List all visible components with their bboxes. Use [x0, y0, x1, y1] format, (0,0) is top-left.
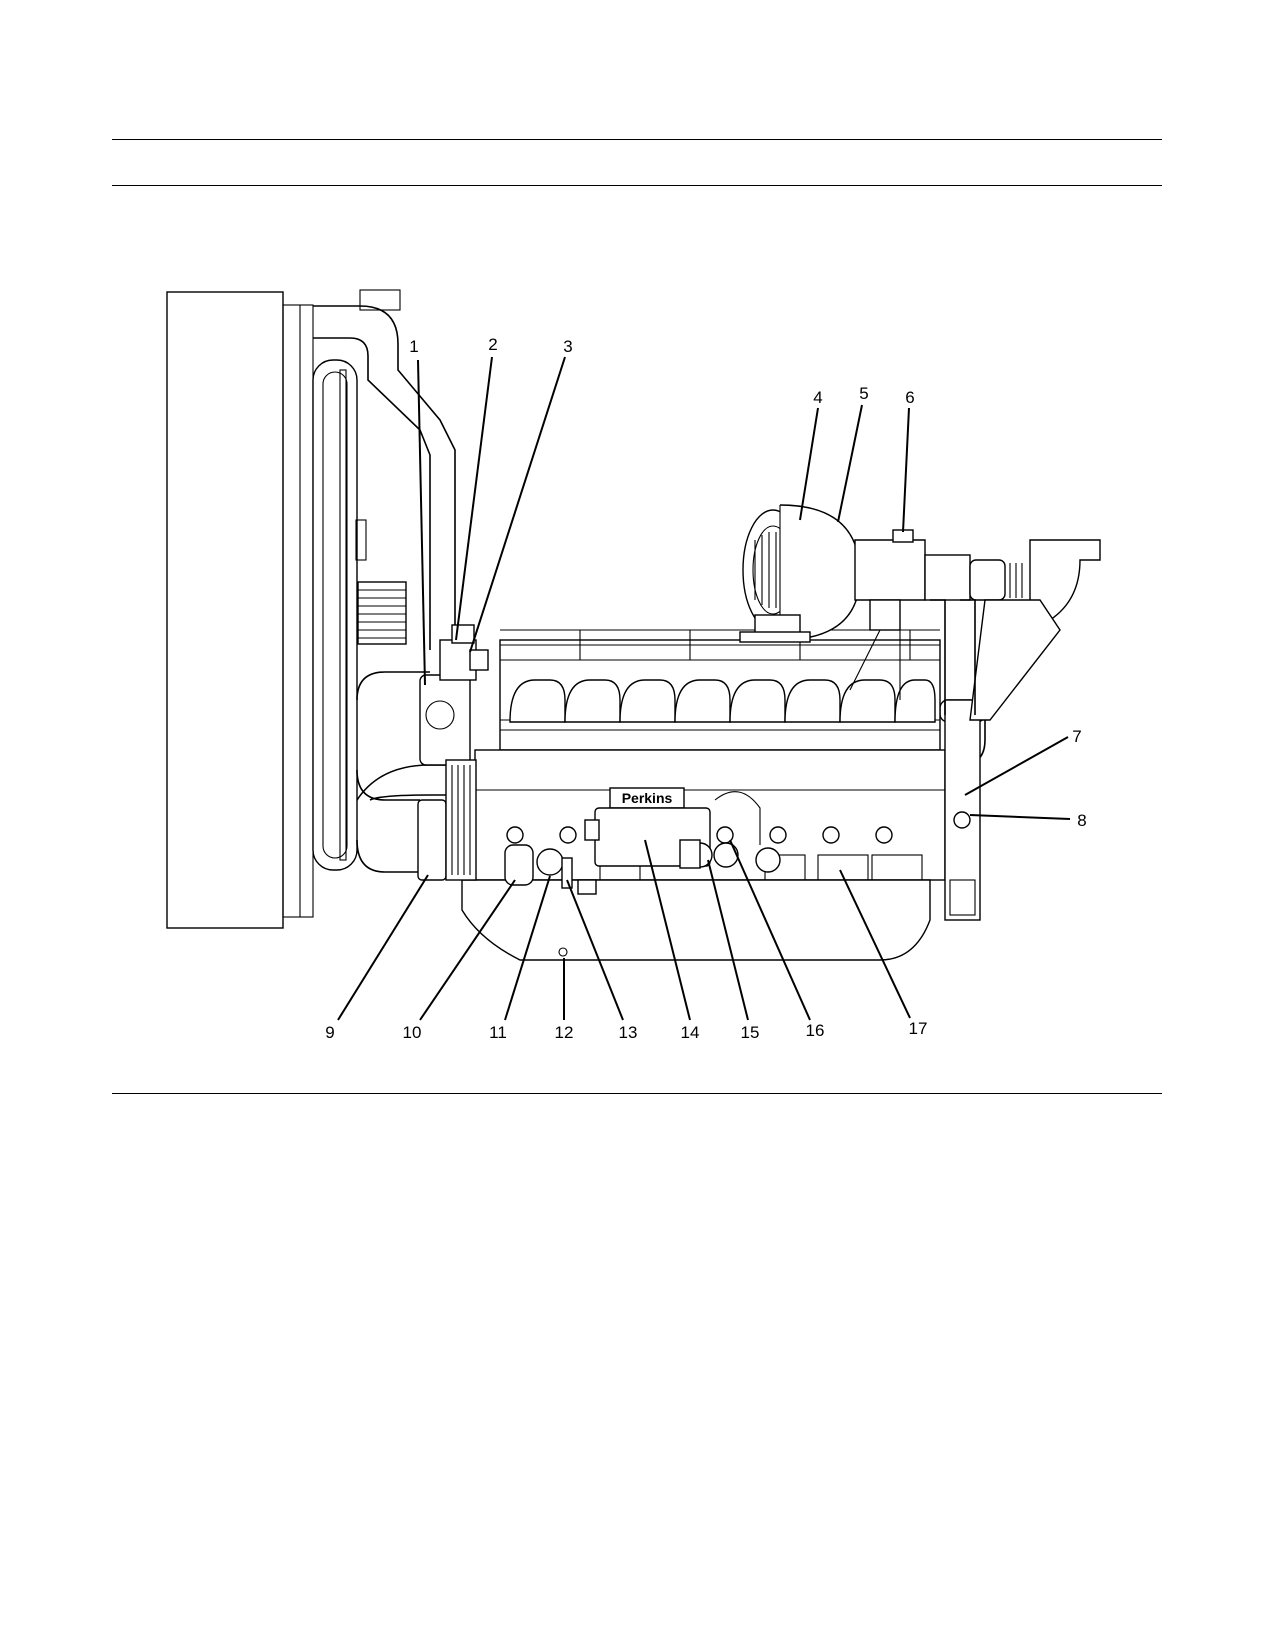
flywheel-housing: [944, 699, 981, 921]
callout-10: 10: [403, 1023, 422, 1042]
callout-6: 6: [905, 388, 914, 407]
callout-7: 7: [1072, 727, 1081, 746]
callout-1: 1: [409, 337, 418, 356]
callout-15: 15: [741, 1023, 760, 1042]
callout-8: 8: [1077, 811, 1086, 830]
header-rule-bottom: [112, 185, 1162, 186]
fan-guard: [357, 581, 407, 645]
callout-17: 17: [909, 1019, 928, 1038]
oil-filters: [504, 844, 597, 895]
callout-12: 12: [555, 1023, 574, 1042]
callout-4: 4: [813, 388, 822, 407]
air-cleaner: [739, 504, 861, 643]
intercooler-pipe: [930, 599, 976, 715]
turbocharger: [849, 529, 1101, 721]
callout-14: 14: [681, 1023, 700, 1042]
leader-lines: [337, 356, 1071, 1021]
fuel-filters: [679, 791, 781, 873]
oil-pan: [461, 879, 931, 961]
perkins-logo: Perkins: [622, 790, 673, 806]
cylinder-heads: [499, 629, 941, 751]
callout-5: 5: [859, 384, 868, 403]
callout-11: 11: [489, 1023, 507, 1042]
upper-coolant-pipe: [313, 289, 456, 650]
callout-9: 9: [325, 1023, 334, 1042]
callout-3: 3: [563, 337, 572, 356]
header-rule-top: [112, 139, 1162, 140]
callout-2: 2: [488, 335, 497, 354]
figure-rule-bottom: [112, 1093, 1162, 1094]
callout-13: 13: [619, 1023, 638, 1042]
crankshaft-pulley: [417, 759, 477, 881]
callout-16: 16: [806, 1021, 825, 1040]
callout-labels: 1 2 3 4 5 6 7 8 9 10 11 12 13 14 15 16 1…: [325, 335, 1086, 1042]
thermostat-housing: [419, 624, 489, 766]
radiator: [166, 291, 407, 929]
